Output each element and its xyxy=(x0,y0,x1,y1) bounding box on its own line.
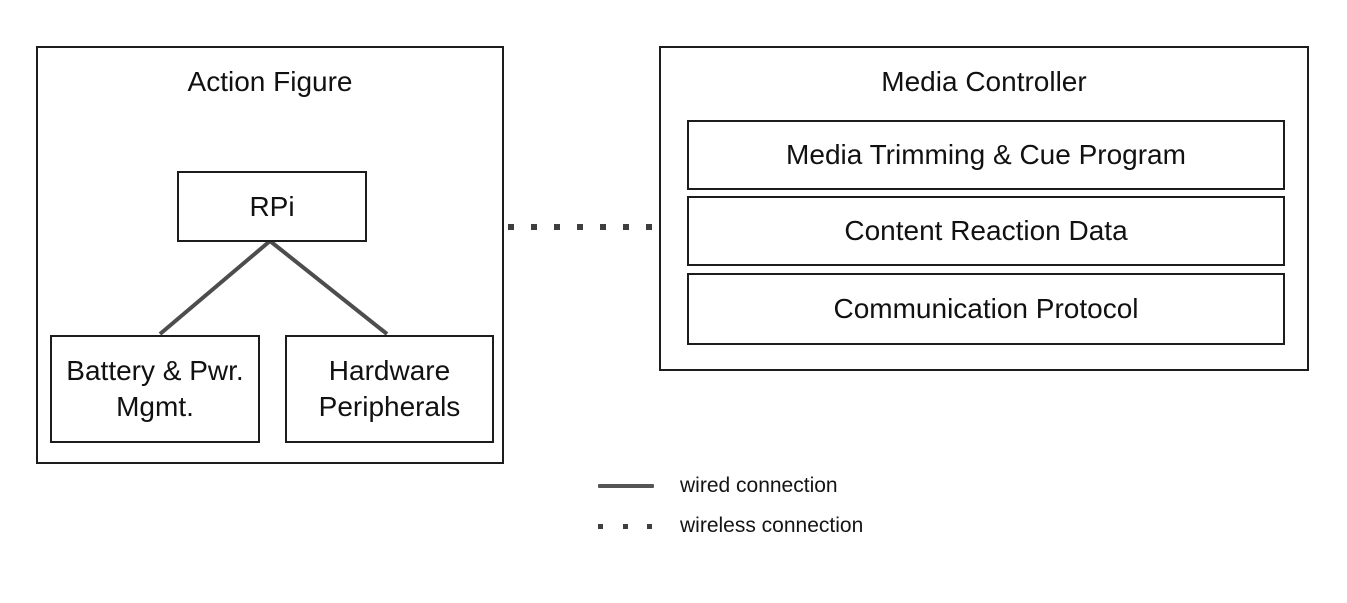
legend-label-wireless: wireless connection xyxy=(680,514,864,537)
media-trimming-cue-program-box: Media Trimming & Cue Program xyxy=(687,120,1285,190)
communication-protocol-label: Communication Protocol xyxy=(833,293,1139,324)
rpi-box: RPi xyxy=(177,171,367,242)
action-figure-title: Action Figure xyxy=(187,66,353,97)
media-controller-title: Media Controller xyxy=(881,66,1087,97)
media-controller-box: Media Controller Media Trimming & Cue Pr… xyxy=(659,46,1309,371)
hardware-peripherals-box: Hardware Peripherals xyxy=(285,335,494,443)
legend-label-wired: wired connection xyxy=(680,474,838,497)
battery-power-box: Battery & Pwr. Mgmt. xyxy=(50,335,260,443)
hardware-peripherals-label: Hardware Peripherals xyxy=(318,355,461,422)
legend-item-wireless: wireless connection xyxy=(598,511,863,541)
legend-item-wired: wired connection xyxy=(598,471,863,501)
action-figure-box: Action Figure RPi Battery & Pwr. Mgmt. H… xyxy=(36,46,504,464)
content-reaction-data-box: Content Reaction Data xyxy=(687,196,1285,266)
battery-power-label: Battery & Pwr. Mgmt. xyxy=(66,355,244,422)
content-reaction-data-label: Content Reaction Data xyxy=(844,215,1128,246)
solid-line-sample xyxy=(598,484,654,488)
legend: wired connection wireless connection xyxy=(598,471,863,541)
media-trimming-cue-program-label: Media Trimming & Cue Program xyxy=(786,139,1186,170)
wireless-connection-line xyxy=(508,224,656,230)
communication-protocol-box: Communication Protocol xyxy=(687,273,1285,345)
dotted-line-sample xyxy=(598,523,652,529)
rpi-label: RPi xyxy=(249,190,295,222)
